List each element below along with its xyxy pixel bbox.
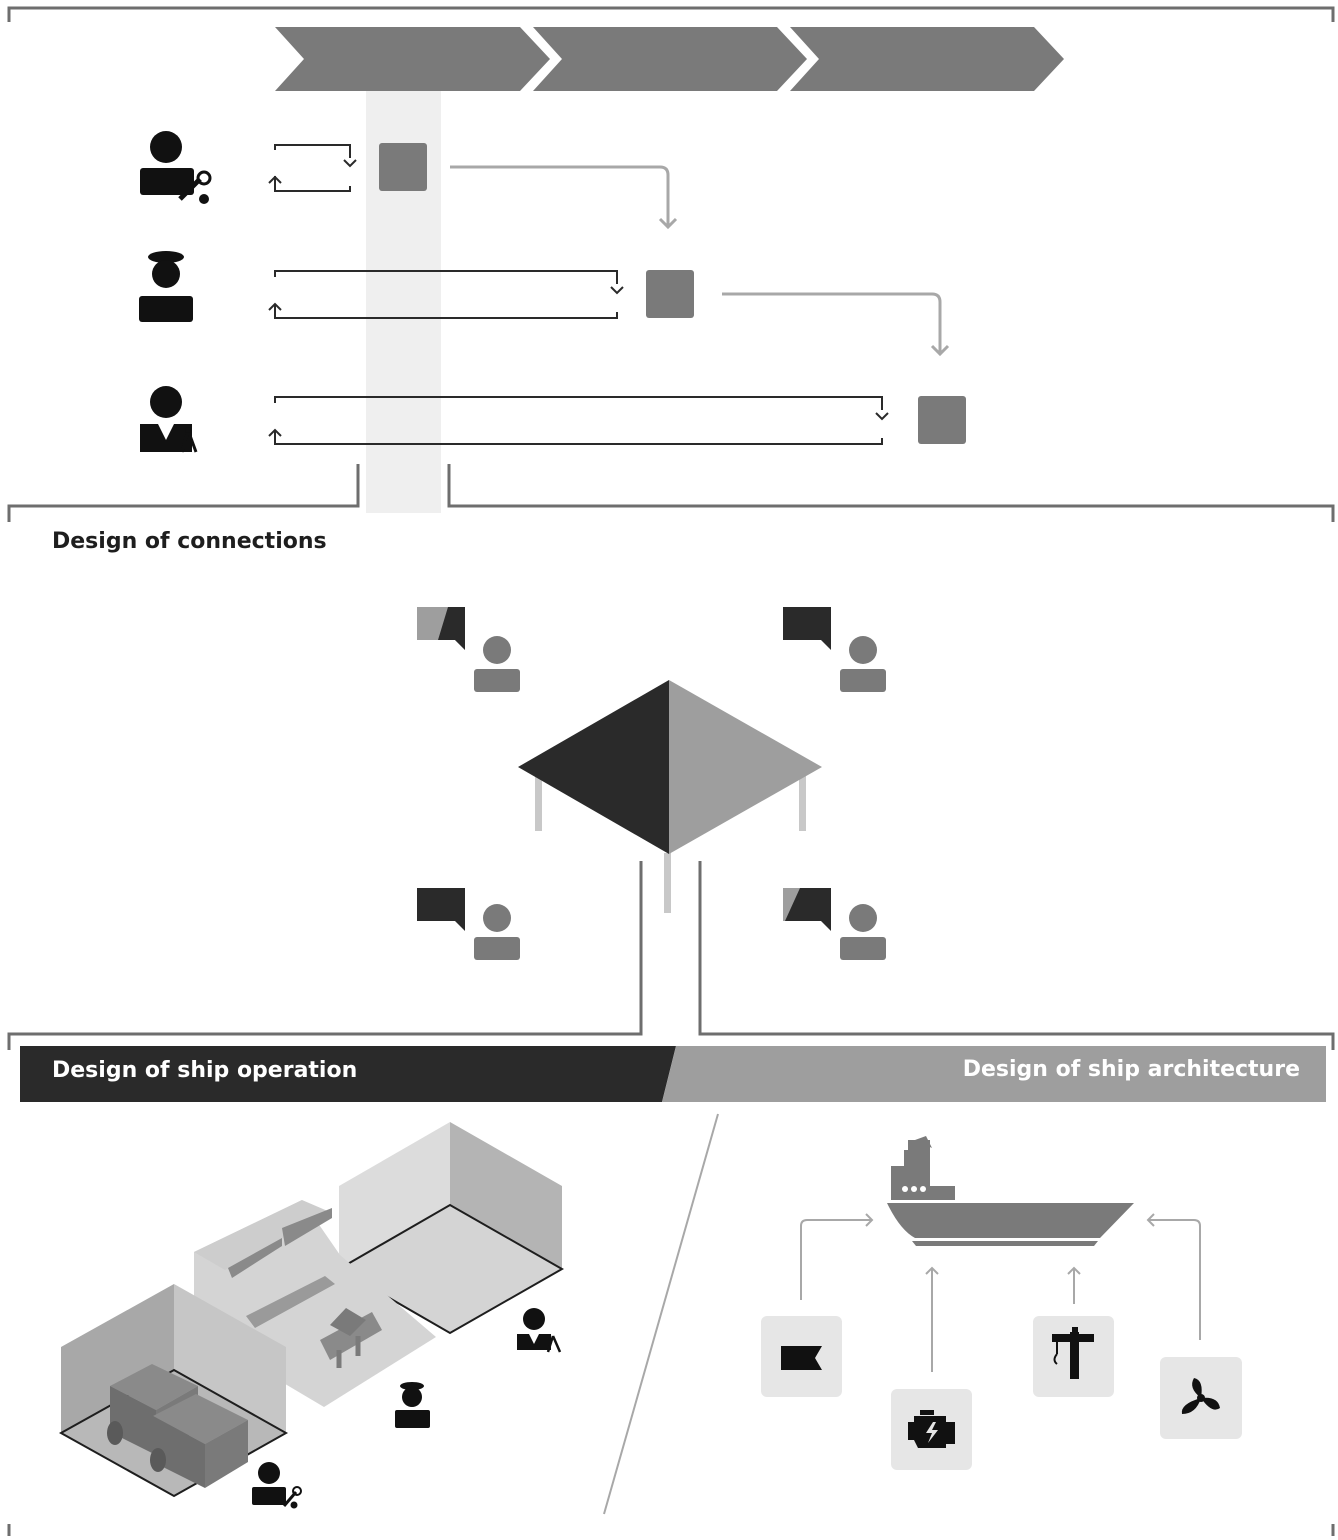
bottom-frame [7,1524,1335,1536]
collaboration-table [518,680,822,854]
engineer-icon [252,1462,302,1509]
timeline-bracket-1 [268,144,357,192]
room-storage [336,1122,565,1335]
top-bracket [7,6,1335,22]
milestone-box-2 [646,270,694,318]
design-split-bracket [7,861,1335,1050]
component-engine [891,1389,972,1470]
phase-chevron-2 [533,27,807,91]
ship-architecture-scene [761,1136,1242,1470]
design-banner [20,1046,1326,1102]
designer-icon [517,1308,562,1353]
captain-icon [139,251,193,322]
ship-operation-scene [58,1122,565,1509]
component-hull-block [761,1316,842,1397]
connections-bracket [7,464,1335,522]
designer-icon [140,386,198,453]
phase-chevron-1 [275,27,550,91]
component-propeller [1160,1357,1242,1439]
participant-top-right [783,607,886,692]
component-crane [1033,1316,1114,1397]
connections-section [7,607,1335,1050]
milestone-box-1 [379,143,427,191]
section-divider [603,1113,719,1515]
hull-block-icon [781,1346,822,1370]
design-of-connections-label: Design of connections [52,529,327,554]
propeller-icon [1181,1378,1220,1414]
handoff-arrow-1 [450,165,670,226]
participant-bottom-left [417,888,520,960]
engine-icon [908,1410,955,1448]
captain-icon [395,1382,430,1428]
operation-banner [20,1046,676,1102]
room-engine [58,1284,289,1498]
process-timeline-section [7,6,1335,522]
phase-chevron-3 [790,27,1064,91]
timeline-bracket-3 [268,396,889,445]
phase-chevrons [275,27,1064,91]
engineer-icon [140,131,212,204]
table-legs [535,775,806,913]
participant-top-left [417,607,520,692]
component-arrows [800,1213,1201,1372]
ship-icon [887,1136,1134,1246]
design-of-ship-operation-label: Design of ship operation [52,1058,358,1083]
architecture-banner [662,1046,1326,1102]
participant-bottom-right [783,888,886,960]
design-of-ship-architecture-label: Design of ship architecture [962,1057,1300,1082]
milestone-box-3 [918,396,966,444]
timeline-bracket-2 [268,270,624,319]
crane-icon [1052,1327,1094,1379]
handoff-arrow-2 [722,292,942,353]
